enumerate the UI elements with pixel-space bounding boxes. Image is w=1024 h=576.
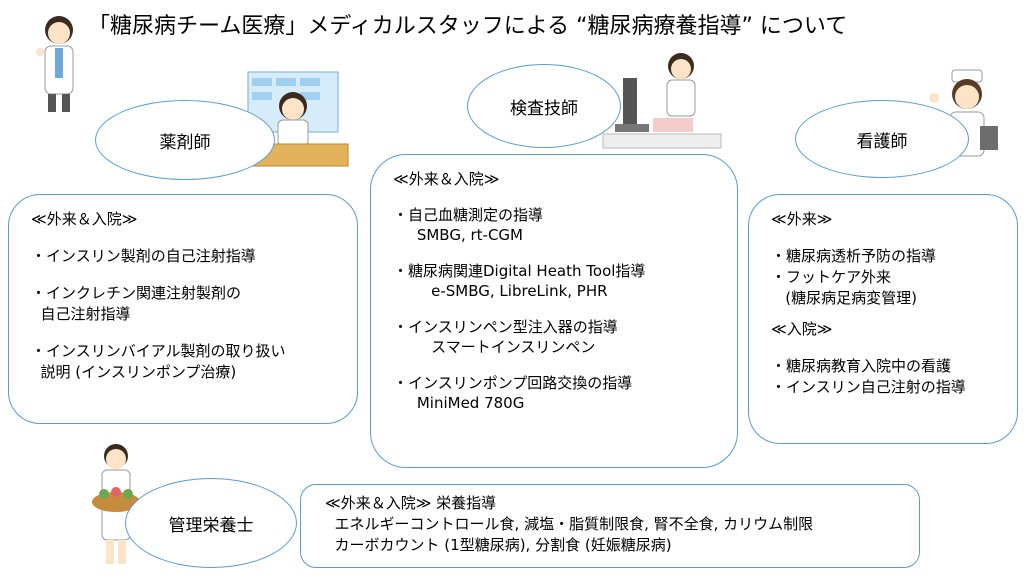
lab-item-digital-tool-sub: e-SMBG, LibreLink, PHR	[393, 282, 608, 300]
pharmacist-label-text: 薬剤師	[159, 132, 211, 153]
lab-technician-label: 検査技師	[467, 64, 621, 148]
nurse-item-dialysis-prevention: ・糖尿病透析予防の指導	[771, 247, 937, 265]
diet-heading: ≪外来＆入院≫ 栄養指導	[325, 494, 497, 512]
nurse-item-footcare-sub: (糖尿病足病変管理)	[771, 289, 918, 307]
nurse-guidance-box: ≪外来≫ ・糖尿病透析予防の指導 ・フットケア外来 (糖尿病足病変管理) ≪入院…	[748, 194, 1018, 444]
lab-item-pen-injector: ・インスリンペン型注入器の指導	[393, 318, 618, 336]
dietitian-guidance-box: ≪外来＆入院≫ 栄養指導 エネルギーコントロール食, 減塩・脂質制限食, 腎不全…	[300, 484, 920, 568]
dietitian-label-text: 管理栄養士	[168, 515, 254, 536]
nurse-heading-inpatient: ≪入院≫	[771, 320, 833, 338]
doctor-illustration	[36, 16, 74, 112]
pharmacist-label: 薬剤師	[95, 100, 275, 180]
lab-item-smbg: ・自己血糖測定の指導	[393, 206, 544, 224]
nurse-label: 看護師	[795, 100, 969, 178]
pharmacist-item-vial-cont: 説明 (インスリンポンプ治療)	[31, 363, 237, 381]
nurse-item-self-injection: ・インスリン自己注射の指導	[771, 378, 966, 396]
lab-heading: ≪外来＆入院≫	[393, 170, 500, 188]
nurse-label-text: 看護師	[856, 131, 908, 152]
pharmacist-item-insulin-injection: ・インスリン製剤の自己注射指導	[31, 247, 256, 265]
diet-line-1: エネルギーコントロール食, 減塩・脂質制限食, 腎不全食, カリウム制限	[325, 515, 814, 533]
pharmacist-heading: ≪外来＆入院≫	[31, 210, 138, 228]
lab-technician-guidance-box: ≪外来＆入院≫ ・自己血糖測定の指導 SMBG, rt-CGM ・糖尿病関連Di…	[370, 154, 738, 468]
lab-item-pump-sub: MiniMed 780G	[393, 394, 525, 412]
pharmacist-item-incretin: ・インクレチン関連注射製剤の	[31, 284, 242, 302]
lab-technician-label-text: 検査技師	[510, 98, 578, 119]
diet-line-2: カーボカウント (1型糖尿病), 分割食 (妊娠糖尿病)	[325, 536, 672, 554]
pharmacist-item-incretin-cont: 自己注射指導	[31, 305, 131, 323]
nurse-heading-outpatient: ≪外来≫	[771, 210, 833, 228]
nurse-item-footcare: ・フットケア外来	[771, 268, 892, 286]
nurse-item-education: ・糖尿病教育入院中の看護	[771, 357, 952, 375]
lab-item-pump: ・インスリンポンプ回路交換の指導	[393, 374, 633, 392]
lab-item-digital-tool: ・糖尿病関連Digital Heath Tool指導	[393, 262, 646, 280]
lab-item-pen-injector-sub: スマートインスリンペン	[393, 338, 596, 356]
page-title: 「糖尿病チーム医療」メディカルスタッフによる “糖尿病療養指導” について	[88, 14, 848, 39]
lab-technician-illustration	[602, 53, 722, 149]
dietitian-label: 管理栄養士	[125, 478, 297, 568]
pharmacist-guidance-box: ≪外来＆入院≫ ・インスリン製剤の自己注射指導 ・インクレチン関連注射製剤の 自…	[8, 194, 358, 424]
dietitian-illustration	[92, 444, 140, 564]
pharmacist-item-vial: ・インスリンバイアル製剤の取り扱い	[31, 342, 286, 360]
lab-item-smbg-sub: SMBG, rt-CGM	[393, 226, 523, 244]
